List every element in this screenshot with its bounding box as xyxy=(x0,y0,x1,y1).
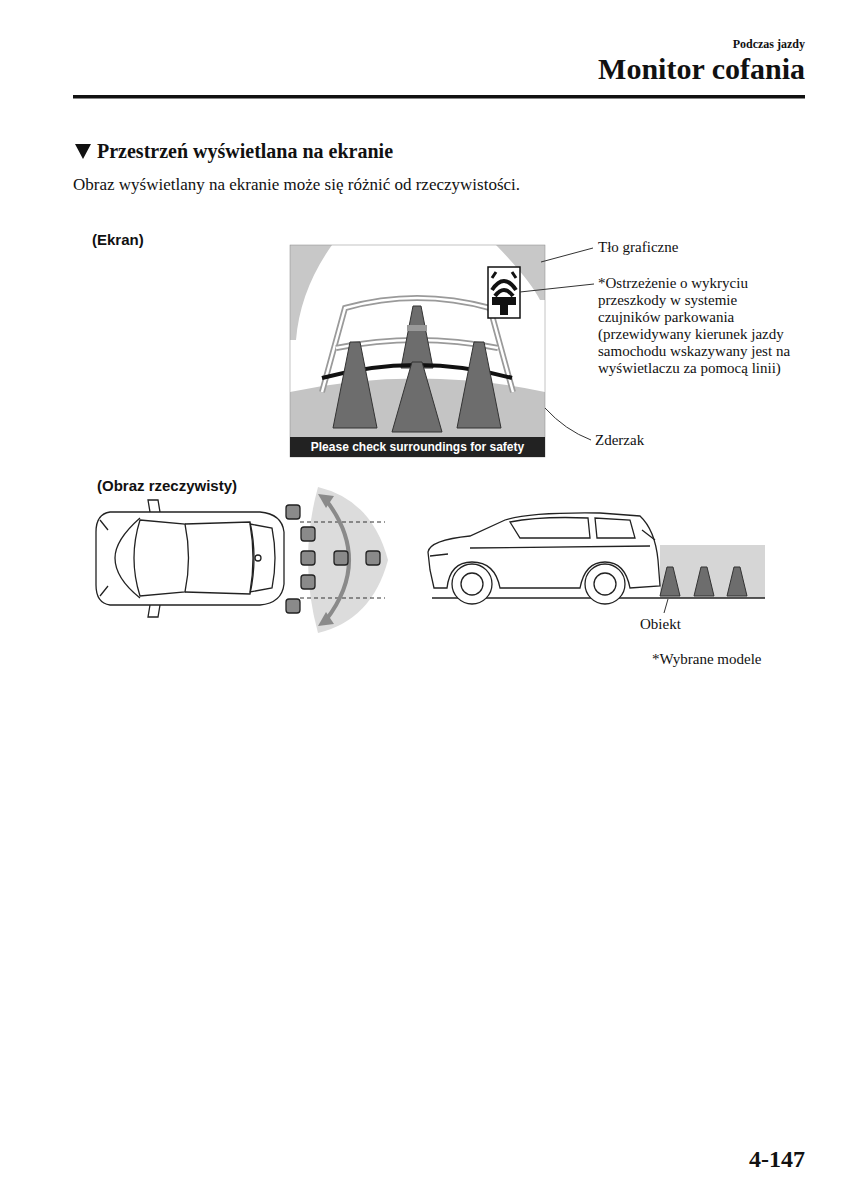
leader-line xyxy=(541,248,593,262)
background-wall xyxy=(660,545,765,598)
page-title: Monitor cofania xyxy=(598,52,805,86)
callout-label: Zderzak xyxy=(595,431,644,449)
warning-bar: Please check surroundings for safety xyxy=(290,437,545,457)
footnote: *Wybrane modele xyxy=(652,650,761,668)
car-side-view xyxy=(428,513,660,604)
callout-label: Tło graficzne xyxy=(598,238,678,256)
screen-illustration xyxy=(290,245,545,457)
callout-label: Obiekt xyxy=(640,615,681,633)
header-rule xyxy=(73,95,805,99)
leader-line xyxy=(520,284,594,292)
figure-label: (Obraz rzeczywisty) xyxy=(97,477,237,495)
figure-label: (Ekran) xyxy=(92,231,144,249)
section-heading: Przestrzeń wyświetlana na ekranie xyxy=(97,139,393,163)
page-number: 4-147 xyxy=(749,1145,805,1174)
leader-line xyxy=(545,408,591,440)
sensor-squares xyxy=(286,505,380,613)
leader-line xyxy=(664,599,668,613)
car-top-view xyxy=(96,500,284,617)
traffic-cones xyxy=(660,567,747,596)
sensor-area xyxy=(300,487,388,633)
body-text: Obraz wyświetlany na ekranie może się ró… xyxy=(73,175,520,195)
bar-text: Please check surroundings for safety xyxy=(311,440,524,454)
section-marker xyxy=(75,144,91,159)
callout-label: *Ostrzeżenie o wykryciu przeszkody w sys… xyxy=(598,275,798,377)
running-header: Podczas jazdy xyxy=(733,37,805,51)
